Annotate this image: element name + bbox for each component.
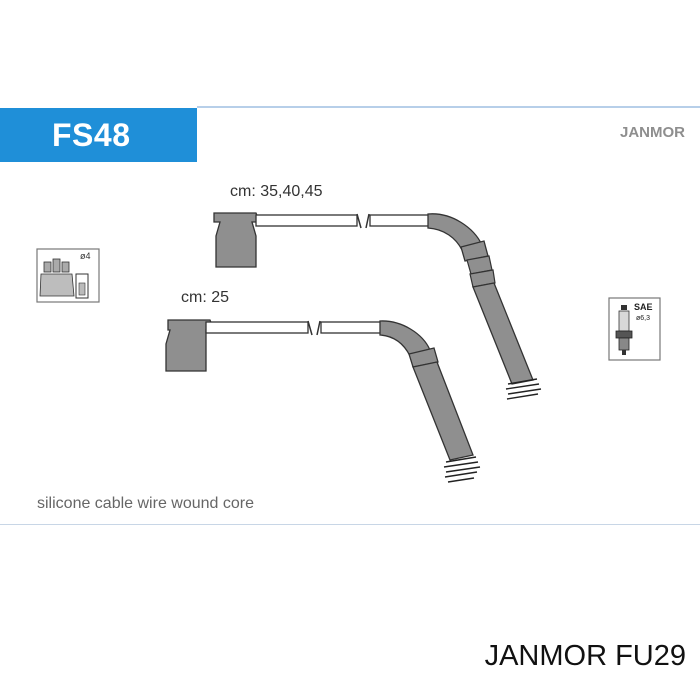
distributor-cap-icon: ø4 [36,248,100,303]
part-code: FS48 [52,117,131,153]
distributor-spec: ø4 [80,251,91,261]
spark-plug-standard: SAE [634,302,653,312]
ignition-wire-short [165,319,481,483]
brand-label: JANMOR [619,124,685,141]
footer-divider [0,524,700,525]
cable-description: silicone cable wire wound core [37,495,254,512]
part-code-badge [0,108,197,162]
header-divider [197,106,700,108]
spark-plug-icon: SAE ø6,3 [608,297,661,361]
spark-plug-spec: ø6,3 [636,315,650,322]
wire-length-label-short: cm: 25 [181,289,230,306]
wire-length-label-long: cm: 35,40,45 [230,183,323,200]
ignition-wire-long [213,212,542,400]
product-reference: JANMOR FU29 [484,640,686,672]
